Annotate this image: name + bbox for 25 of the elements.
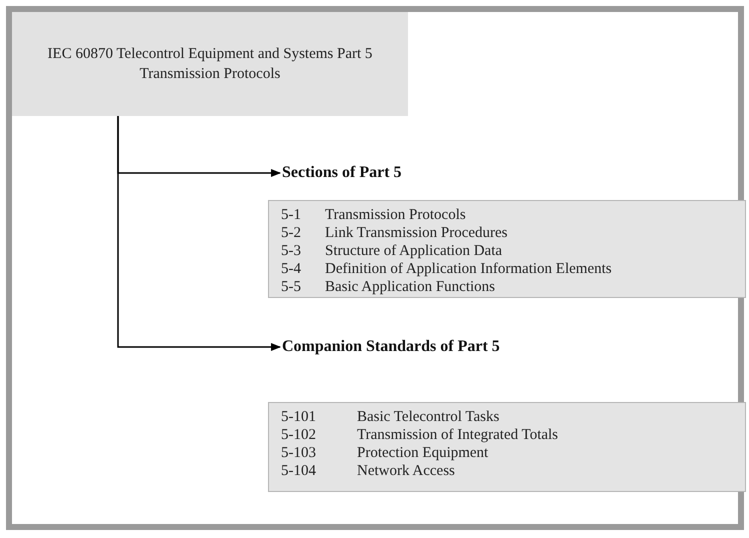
item-title: Link Transmission Procedures bbox=[325, 224, 508, 242]
section-heading: Companion Standards of Part 5 bbox=[282, 335, 582, 359]
list-box bbox=[268, 200, 746, 298]
title-text: IEC 60870 Telecontrol Equipment and Systems Part 5 Transmission Protocols bbox=[46, 45, 374, 84]
item-number: 5-2 bbox=[281, 224, 302, 242]
item-title: Transmission of Integrated Totals bbox=[357, 426, 558, 444]
item-number: 5-104 bbox=[281, 462, 317, 480]
item-title: Transmission Protocols bbox=[325, 206, 466, 224]
item-title: Structure of Application Data bbox=[325, 242, 502, 260]
arrow bbox=[117, 116, 281, 351]
item-title: Basic Telecontrol Tasks bbox=[357, 408, 500, 426]
item-number: 5-1 bbox=[281, 206, 302, 224]
item-number: 5-5 bbox=[281, 278, 302, 296]
item-title: Network Access bbox=[357, 462, 455, 480]
list-box bbox=[268, 402, 746, 492]
item-title: Basic Application Functions bbox=[325, 278, 495, 296]
section-heading: Sections of Part 5 bbox=[282, 161, 502, 185]
item-number: 5-3 bbox=[281, 242, 302, 260]
item-number: 5-102 bbox=[281, 426, 317, 444]
item-title: Definition of Application Information Elements bbox=[325, 260, 612, 278]
item-number: 5-101 bbox=[281, 408, 317, 426]
item-number: 5-4 bbox=[281, 260, 302, 278]
title-box bbox=[12, 12, 408, 116]
item-title: Protection Equipment bbox=[357, 444, 488, 462]
item-number: 5-103 bbox=[281, 444, 317, 462]
